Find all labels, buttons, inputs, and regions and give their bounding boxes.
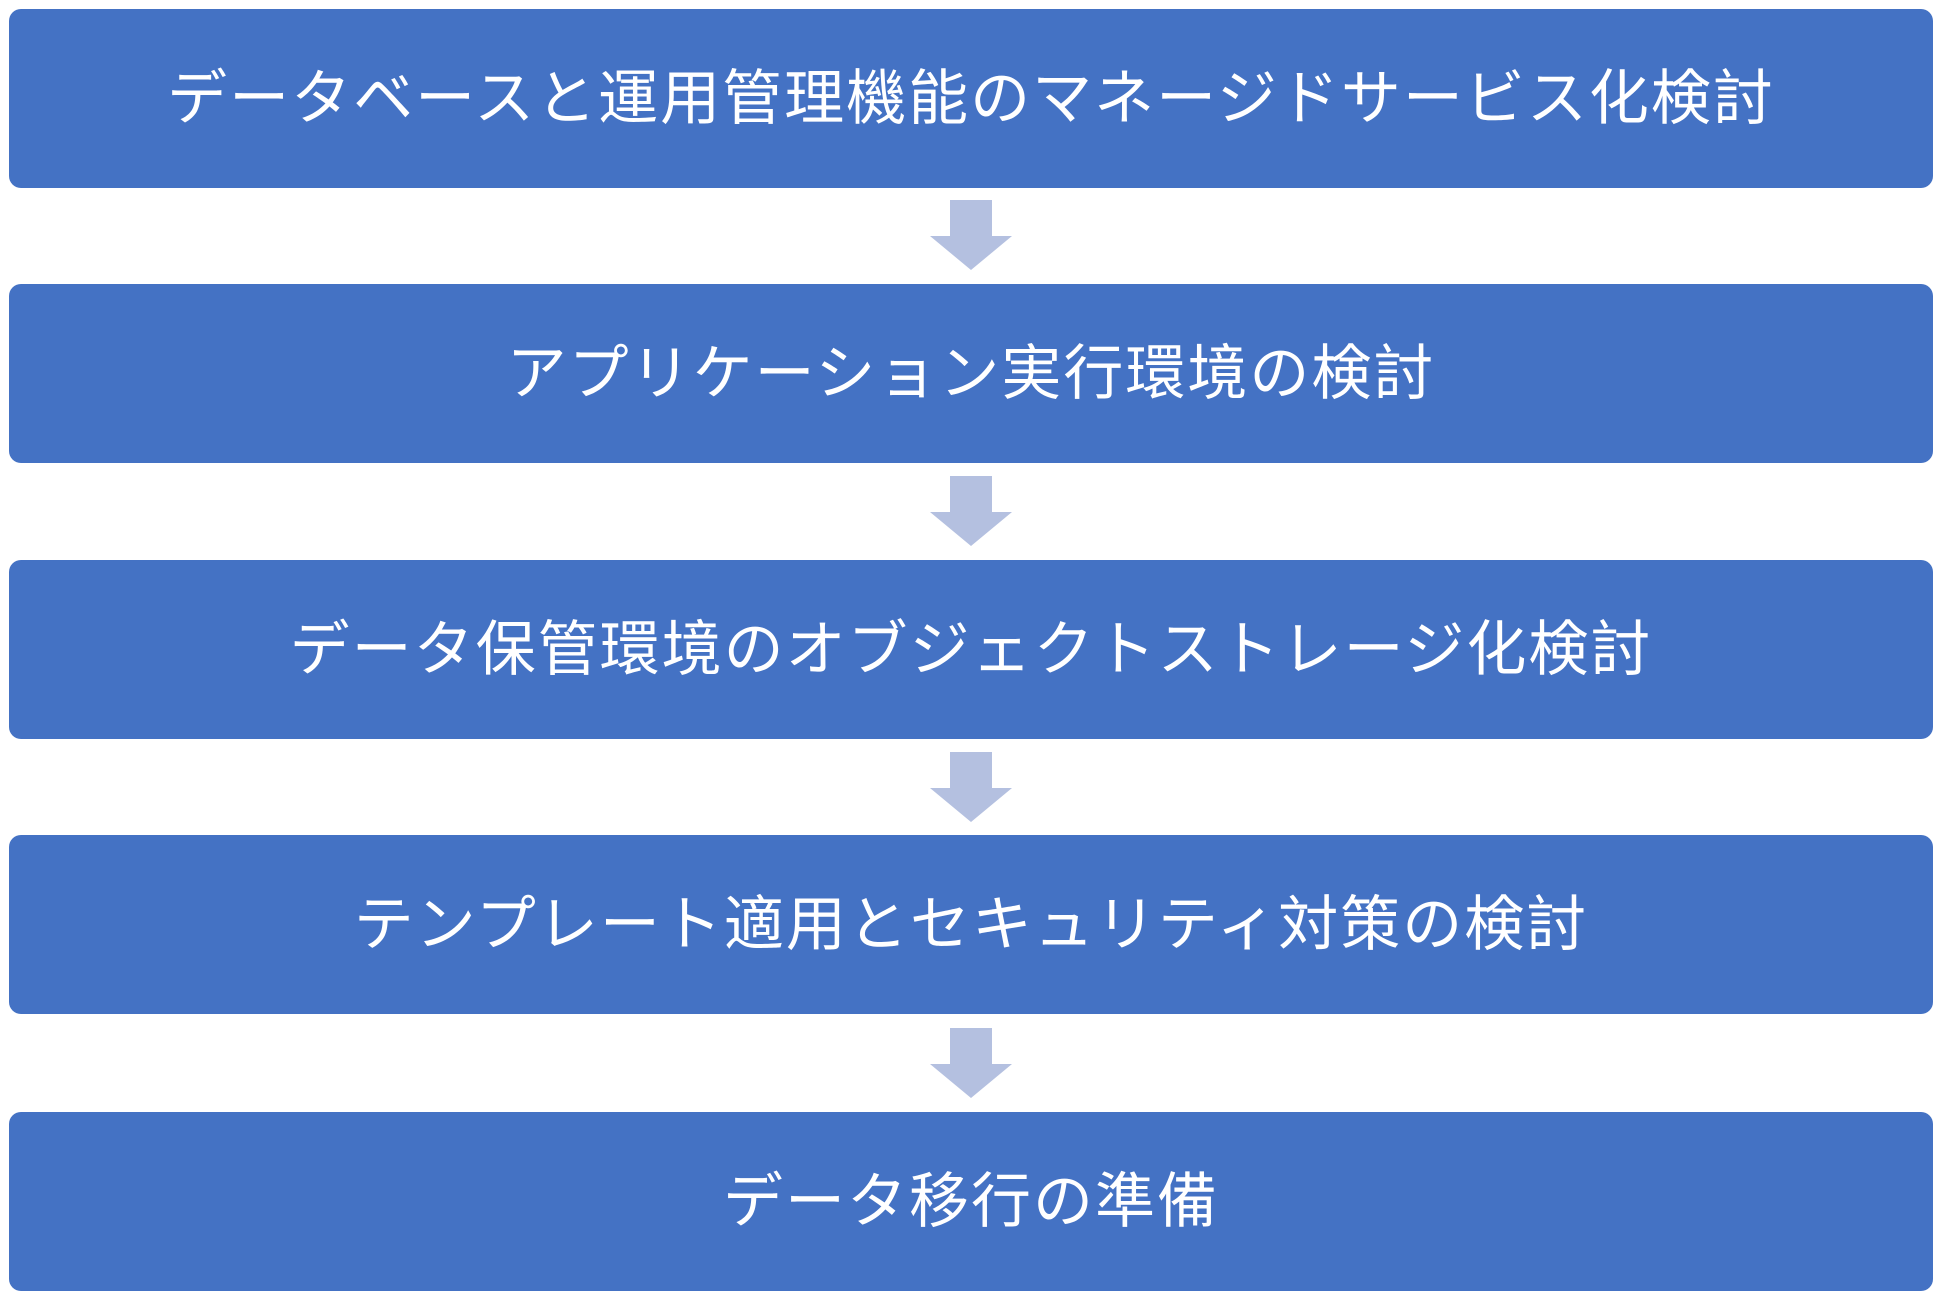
down-arrow-icon-shape — [930, 200, 1012, 270]
down-arrow-icon-shape — [930, 476, 1012, 546]
down-arrow-icon-shape — [930, 752, 1012, 822]
step-5-box: データ移行の準備 — [9, 1112, 1933, 1291]
step-4-box: テンプレート適用とセキュリティ対策の検討 — [9, 835, 1933, 1014]
step-1-box: データベースと運用管理機能のマネージドサービス化検討 — [9, 9, 1933, 188]
step-1-label: データベースと運用管理機能のマネージドサービス化検討 — [167, 63, 1775, 134]
step-4-label: テンプレート適用とセキュリティ対策の検討 — [353, 889, 1589, 960]
down-arrow-icon — [930, 752, 1012, 822]
down-arrow-icon — [930, 476, 1012, 546]
step-3-box: データ保管環境のオブジェクトストレージ化検討 — [9, 560, 1933, 739]
down-arrow-icon-shape — [930, 1028, 1012, 1098]
down-arrow-icon — [930, 1028, 1012, 1098]
step-2-label: アプリケーション実行環境の検討 — [506, 338, 1436, 409]
step-2-box: アプリケーション実行環境の検討 — [9, 284, 1933, 463]
step-5-label: データ移行の準備 — [723, 1166, 1219, 1237]
step-3-label: データ保管環境のオブジェクトストレージ化検討 — [289, 614, 1653, 685]
down-arrow-icon — [930, 200, 1012, 270]
